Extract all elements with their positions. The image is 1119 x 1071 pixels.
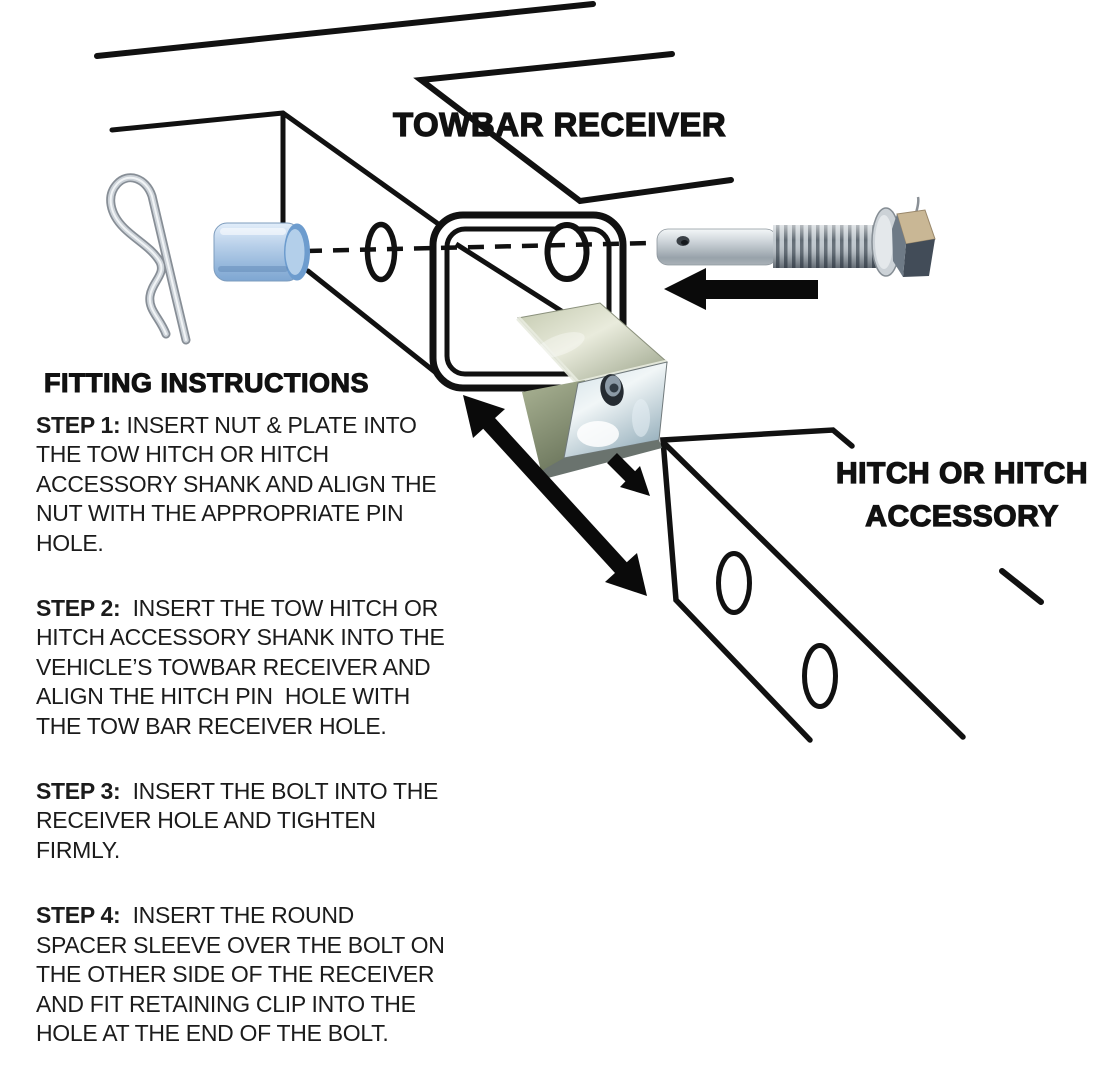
step-2-line: ALIGN THE HITCH PIN HOLE WITH bbox=[36, 683, 410, 710]
step-3-label: STEP 3: bbox=[36, 778, 121, 805]
nut-plate-insert-arrow bbox=[607, 453, 650, 496]
step-2: STEP 2: INSERT THE TOW HITCH OR HITCH AC… bbox=[36, 594, 476, 741]
step-4-line: AND FIT RETAINING CLIP INTO THE bbox=[36, 990, 416, 1017]
hitch-accessory-label-line1: HITCH OR HITCH bbox=[835, 456, 1088, 490]
retaining-clip-illustration bbox=[106, 173, 191, 345]
step-2-line: VEHICLE’S TOWBAR RECEIVER AND bbox=[36, 653, 431, 680]
step-3-line: FIRMLY. bbox=[36, 836, 120, 863]
step-4: STEP 4: INSERT THE ROUND SPACER SLEEVE O… bbox=[36, 901, 476, 1048]
step-1-line: THE TOW HITCH OR HITCH bbox=[36, 441, 329, 468]
step-1-line: HOLE. bbox=[36, 529, 104, 556]
step-1: STEP 1: INSERT NUT & PLATE INTO THE TOW … bbox=[36, 411, 476, 558]
shank-pin-hole-upper bbox=[716, 551, 752, 615]
step-4-line: THE OTHER SIDE OF THE RECEIVER bbox=[36, 961, 435, 988]
arrows bbox=[463, 268, 818, 596]
step-1-label: STEP 1: bbox=[36, 412, 121, 438]
step-2-line: THE TOW BAR RECEIVER HOLE. bbox=[36, 712, 387, 739]
tube-pin-hole bbox=[364, 221, 398, 283]
shank-slide-double-arrow bbox=[463, 395, 647, 596]
step-1-line: STEP 1: INSERT NUT & PLATE INTO bbox=[36, 412, 417, 438]
step-4-line: SPACER SLEEVE OVER THE BOLT ON bbox=[36, 931, 445, 958]
spacer-sleeve-illustration bbox=[213, 222, 310, 282]
shank-pin-hole-lower bbox=[802, 643, 838, 709]
step-2-label: STEP 2: bbox=[36, 595, 121, 622]
step-1-line: NUT WITH THE APPROPRIATE PIN bbox=[36, 500, 404, 527]
bolt-illustration bbox=[656, 196, 936, 277]
bolt-alignment-dashed-line bbox=[305, 240, 653, 254]
receiver-face-pin-hole bbox=[544, 222, 590, 282]
towbar-receiver-drawing bbox=[280, 110, 440, 375]
step-2-line: STEP 2: INSERT THE TOW HITCH OR bbox=[36, 595, 438, 622]
step-3: STEP 3: INSERT THE BOLT INTO THE RECEIVE… bbox=[36, 777, 476, 865]
vehicle-underbody-lines bbox=[94, 1, 734, 205]
step-4-line: STEP 4: INSERT THE ROUND bbox=[36, 902, 354, 929]
fitting-instructions-heading: FITTING INSTRUCTIONS bbox=[43, 367, 369, 398]
nut-plate-illustration bbox=[516, 302, 669, 479]
hitch-accessory-label-line2: ACCESSORY bbox=[865, 499, 1059, 533]
fitting-instructions: FITTING INSTRUCTIONS STEP 1: INSERT NUT … bbox=[36, 367, 476, 1071]
stray-reference-line bbox=[999, 568, 1044, 605]
hitch-shank-drawing bbox=[660, 427, 966, 743]
towbar-receiver-label: TOWBAR RECEIVER bbox=[392, 105, 727, 143]
step-4-line: HOLE AT THE END OF THE BOLT. bbox=[36, 1019, 389, 1046]
step-2-line: HITCH ACCESSORY SHANK INTO THE bbox=[36, 624, 445, 651]
step-4-label: STEP 4: bbox=[36, 902, 121, 929]
step-3-line: RECEIVER HOLE AND TIGHTEN bbox=[36, 807, 376, 834]
bolt-insert-arrow bbox=[664, 268, 818, 310]
step-1-line: ACCESSORY SHANK AND ALIGN THE bbox=[36, 470, 437, 497]
hitch-accessory-label: HITCH OR HITCH ACCESSORY bbox=[828, 452, 1096, 538]
step-3-line: STEP 3: INSERT THE BOLT INTO THE bbox=[36, 778, 439, 805]
